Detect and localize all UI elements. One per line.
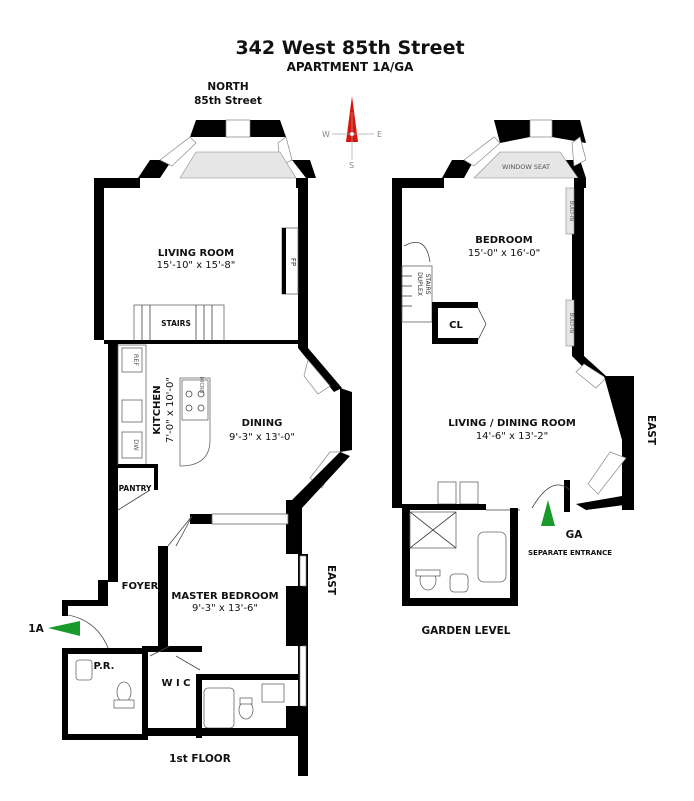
dining-dimensions: 9'-3" x 13'-0" — [229, 432, 295, 443]
master-bedroom-name: MASTER BEDROOM — [171, 591, 278, 602]
window-seat-label: WINDOW SEAT — [502, 163, 550, 171]
living-room-dimensions: 15'-10" x 15'-8" — [157, 260, 236, 271]
closet-label: CL — [449, 320, 463, 331]
living-dining-dimensions: 14'-6" x 13'-2" — [476, 431, 548, 442]
entry-1a-label: 1A — [28, 623, 44, 635]
stairs-icon — [133, 304, 225, 342]
living-dining-name: LIVING / DINING ROOM — [448, 418, 576, 429]
entry-ga-label: GA — [566, 529, 584, 541]
street-label: 85th Street — [194, 95, 262, 107]
stairs-label: STAIRS — [161, 319, 191, 328]
compass-south: S — [349, 161, 354, 170]
east-label-first-floor: EAST — [325, 565, 337, 596]
separate-entrance-label: SEPARATE ENTRANCE — [528, 549, 612, 557]
entry-ga-arrow-icon — [541, 500, 555, 526]
ref-label: REF — [132, 354, 140, 367]
pantry-label: PANTRY — [119, 484, 152, 493]
first-floor-label: 1st FLOOR — [169, 753, 231, 765]
foyer-label: FOYER — [122, 581, 159, 592]
kitchen-dimensions: 7'-0" x 10'-0" — [165, 377, 176, 443]
garden-level-label: GARDEN LEVEL — [421, 625, 510, 637]
dining-name: DINING — [242, 418, 283, 429]
first-floor-plan: FP STAIRS REF DW KITCHEN 7'-0" x 10'-0" … — [28, 119, 352, 776]
compass-west: W — [322, 130, 330, 139]
living-room-name: LIVING ROOM — [158, 248, 234, 259]
duplex-label: DUPLEX — [416, 272, 423, 296]
wic-label: W I C — [161, 678, 190, 689]
east-label-garden: EAST — [645, 415, 657, 446]
compass-icon: W E S — [322, 96, 382, 170]
north-label: NORTH — [207, 81, 248, 93]
bedroom-name: BEDROOM — [475, 235, 532, 246]
micro-label: MICRO — [198, 377, 204, 394]
duplex-stairs-label: STAIRS — [424, 274, 431, 295]
powder-room-label: P.R. — [94, 661, 115, 672]
page-title: 342 West 85th Street — [235, 37, 464, 59]
page-subtitle: APARTMENT 1A/GA — [287, 60, 415, 74]
garden-level-plan: WINDOW SEAT BUILT-IN BUILT-IN BEDROOM 15… — [392, 119, 657, 637]
built-in-label-2: BUILT-IN — [568, 313, 574, 334]
bedroom-dimensions: 15'-0" x 16'-0" — [468, 248, 540, 259]
compass-east: E — [377, 130, 382, 139]
duplex-stairs-icon — [401, 242, 433, 323]
fireplace-label: FP — [289, 258, 297, 266]
entry-1a-arrow-icon — [48, 621, 80, 636]
built-in-label-1: BUILT-IN — [568, 201, 574, 222]
kitchen-name: KITCHEN — [152, 385, 163, 434]
master-bedroom-dimensions: 9'-3" x 13'-6" — [192, 603, 258, 614]
dw-label: DW — [132, 439, 140, 451]
